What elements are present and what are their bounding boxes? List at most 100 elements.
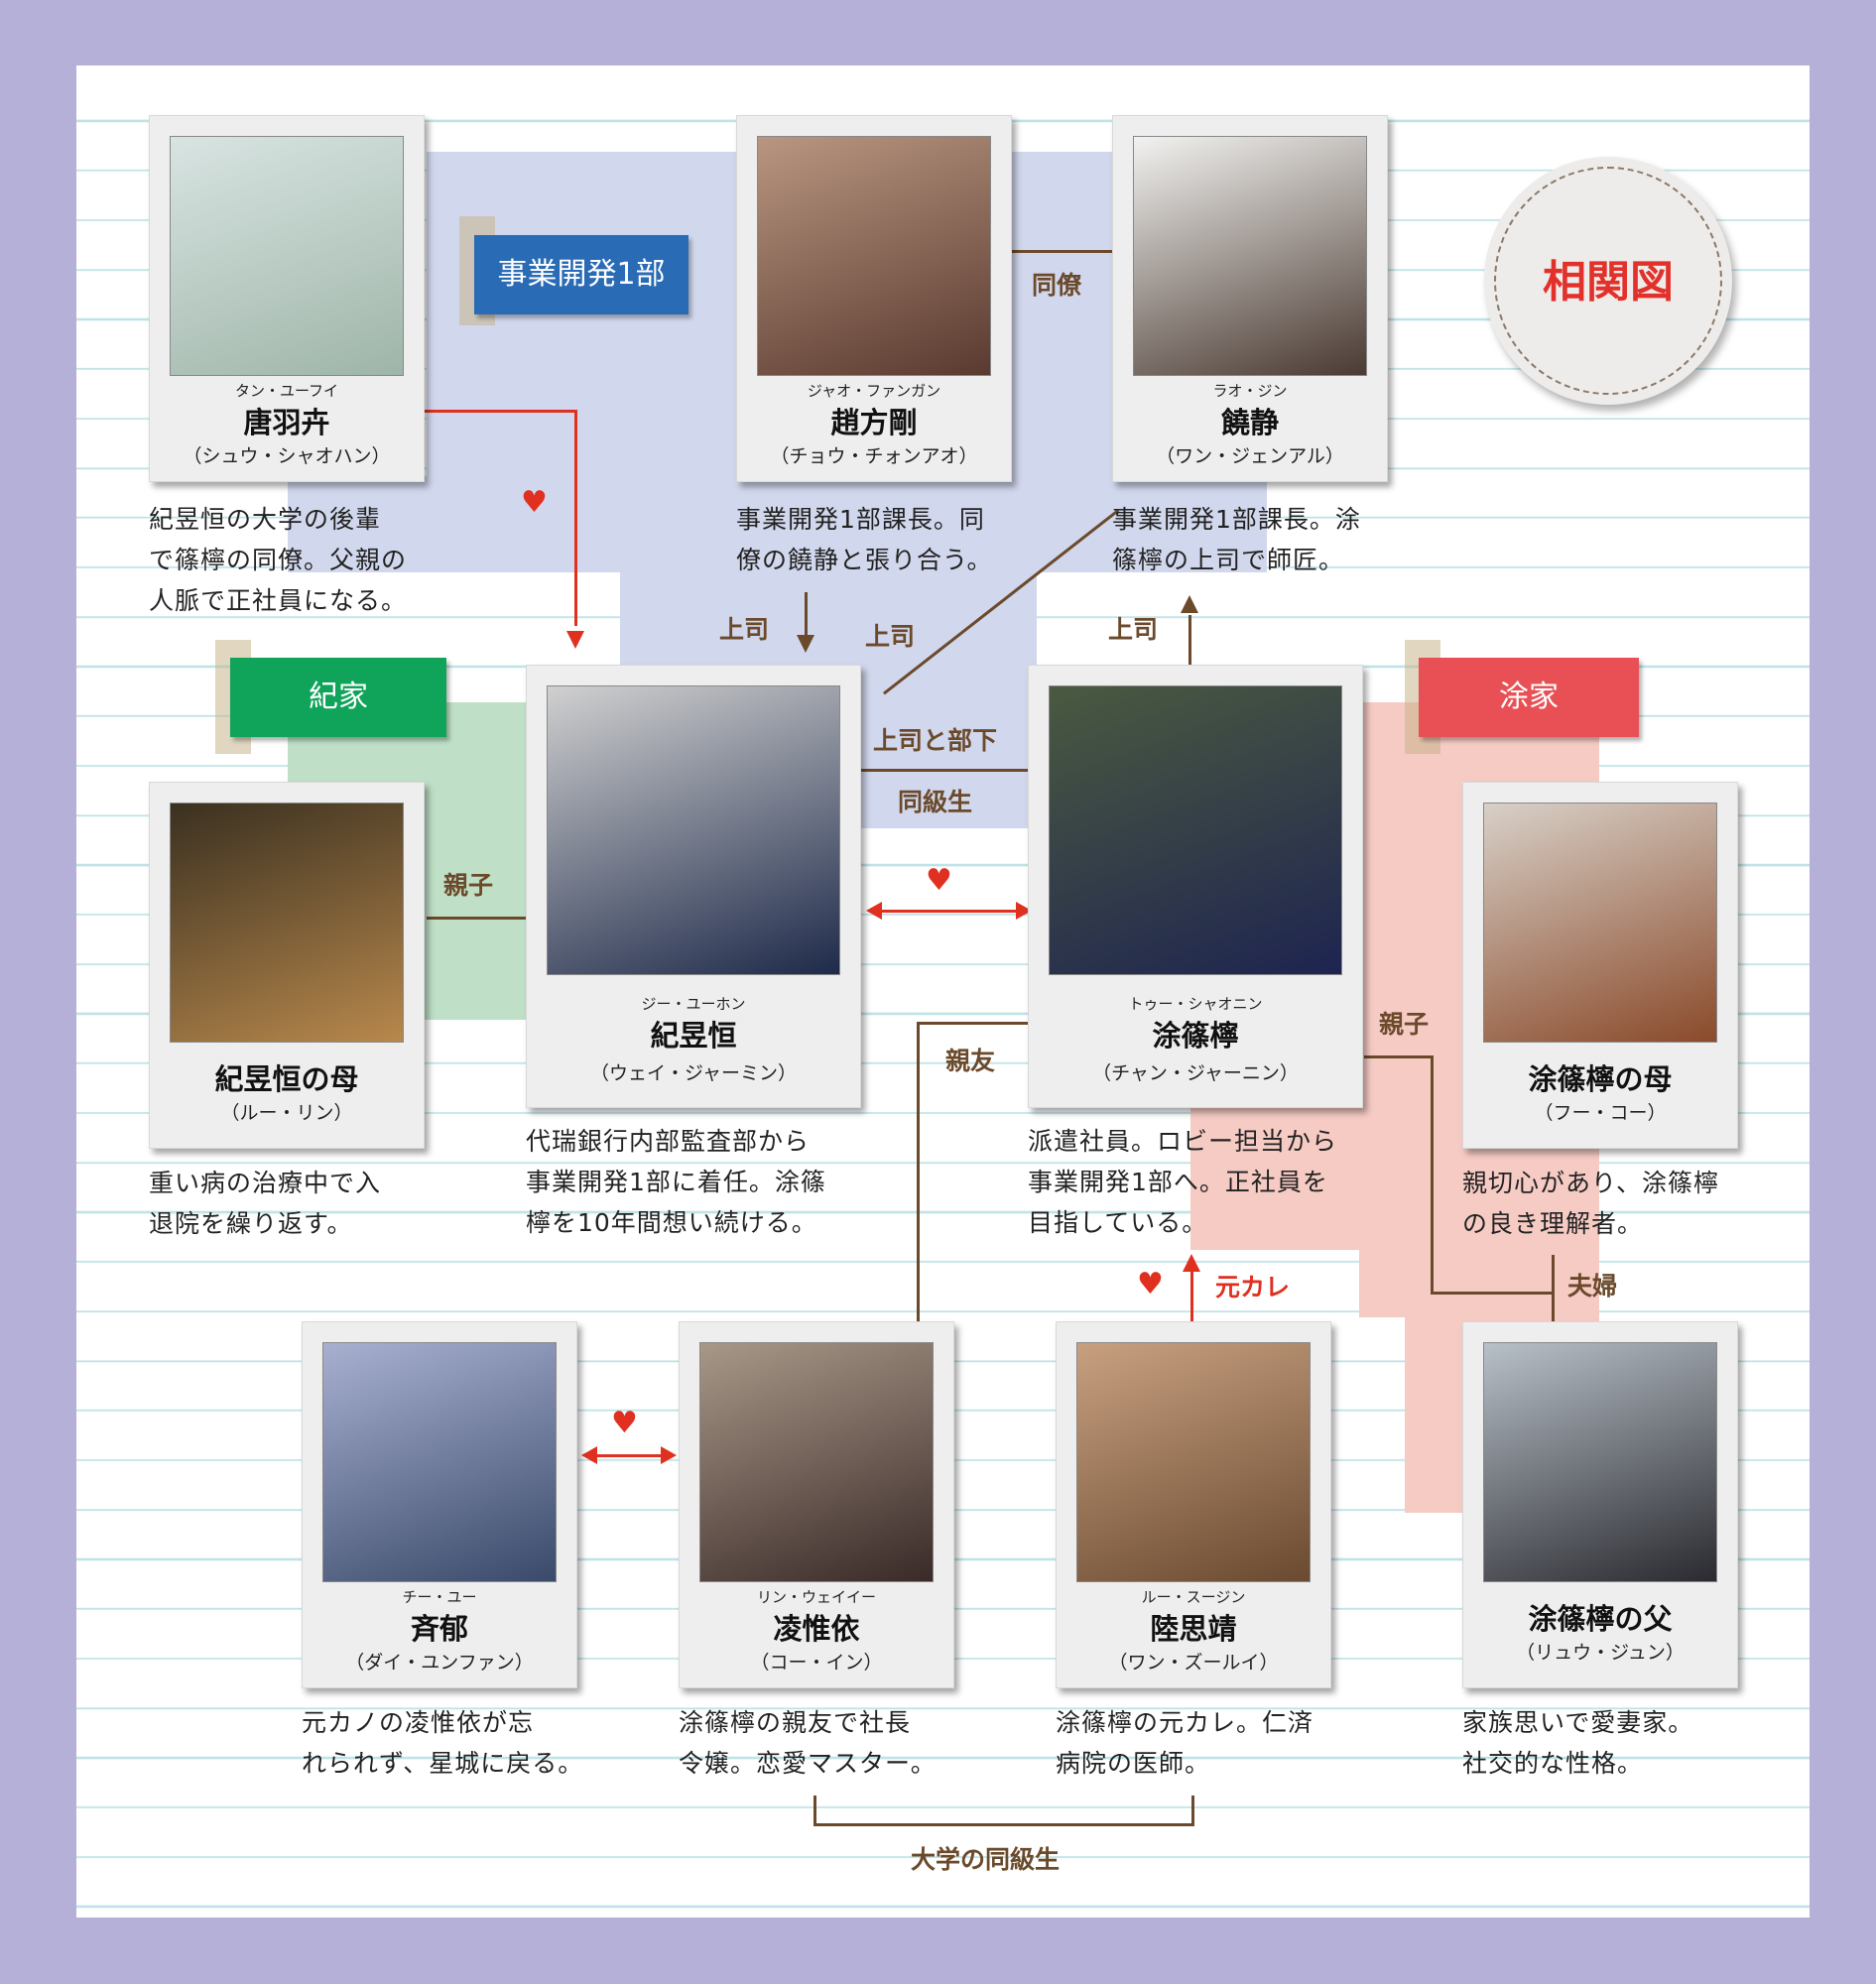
character-desc-lu: 涂篠檸の元カレ。仁済 病院の医師。 [1056, 1702, 1373, 1784]
desc-line: 紀昱恒の大学の後輩 [149, 505, 382, 534]
character-photo [1049, 685, 1342, 975]
desc-line: 社交的な性格。 [1462, 1749, 1644, 1778]
line-best-friend-h [917, 1022, 1028, 1025]
character-card-ji-mother[interactable]: 紀昱恒の母 （ルー・リン） [149, 782, 425, 1149]
character-card-rao[interactable]: ラオ・ジン 饒静 （ワン・ジェンアル） [1112, 115, 1388, 482]
actor-name: （ダイ・ユンファン） [345, 1652, 534, 1674]
desc-line: 涂篠檸の元カレ。仁済 [1056, 1708, 1314, 1737]
actor-name: （コー・イン） [750, 1652, 883, 1674]
character-photo [1133, 136, 1367, 376]
character-ruby: ジャオ・ファンガン [807, 382, 941, 400]
actor-name: （ウェイ・ジャーミン） [589, 1062, 798, 1084]
actor-name: （リュウ・ジュン） [1516, 1642, 1685, 1664]
line-tu-parent-v [1431, 1055, 1434, 1294]
desc-line: 篠檸の上司で師匠。 [1112, 546, 1345, 574]
character-card-ling[interactable]: リン・ウェイイー 凌惟依 （コー・イン） [679, 1321, 954, 1688]
desc-line: 家族思いで愛妻家。 [1462, 1708, 1694, 1737]
character-desc-tu-father: 家族思いで愛妻家。 社交的な性格。 [1462, 1702, 1780, 1784]
relation-ji-parent: 親子 [443, 871, 494, 900]
relation-couple: 夫婦 [1567, 1272, 1618, 1301]
character-card-tu-father[interactable]: 涂篠檸の父 （リュウ・ジュン） [1462, 1321, 1738, 1688]
line-univ-left [813, 1796, 816, 1825]
group-tag-ji-family: 紀家 [230, 658, 446, 737]
character-ruby: ラオ・ジン [1212, 382, 1288, 400]
character-desc-tu-mother: 親切心があり、涂篠檸 の良き理解者。 [1462, 1163, 1760, 1244]
character-name: 斉郁 [410, 1612, 468, 1646]
badge-stitch [1494, 167, 1722, 395]
line-couple-h [1431, 1292, 1555, 1295]
actor-name: （ルー・リン） [220, 1102, 353, 1124]
character-card-zhao[interactable]: ジャオ・ファンガン 趙方剛 （チョウ・チォンアオ） [736, 115, 1012, 482]
relation-boss-left: 上司 [719, 615, 770, 644]
desc-line: 元カノの凌惟依が忘 [302, 1708, 535, 1737]
character-name: 涂篠檸の父 [1528, 1602, 1673, 1636]
desc-line: 退院を繰り返す。 [149, 1209, 353, 1238]
desc-line: 事業開発1部課長。同 [736, 505, 985, 534]
arrow-down-icon [566, 631, 584, 649]
character-ruby: タン・ユーフイ [234, 382, 339, 400]
character-ruby: リン・ウェイイー [756, 1588, 876, 1606]
desc-line: 檸を10年間想い続ける。 [526, 1208, 817, 1237]
character-desc-tu: 派遣社員。ロビー担当から 事業開発1部へ。正社員を 目指している。 [1028, 1121, 1385, 1243]
desc-line: の良き理解者。 [1462, 1209, 1644, 1238]
character-photo [1483, 1342, 1717, 1582]
character-ruby: トゥー・シャオニン [1128, 995, 1263, 1013]
relation-boss-mid: 上司 [865, 622, 916, 651]
character-name: 唐羽卉 [243, 406, 330, 439]
line-love-tang [425, 410, 577, 413]
zone-dept1-left [288, 476, 427, 572]
desc-line: 人脈で正社員になる。 [149, 586, 408, 615]
line-colleague [1007, 250, 1114, 253]
group-tag-dept1: 事業開発1部 [474, 235, 688, 314]
character-photo [170, 803, 404, 1043]
desc-line: 重い病の治療中で入 [149, 1169, 382, 1197]
relation-best-friend: 親友 [945, 1047, 996, 1075]
zone-tu-family-2 [1190, 1091, 1409, 1250]
actor-name: （ワン・ジェンアル） [1156, 445, 1344, 467]
arrow-down-icon [797, 635, 814, 653]
arrow-right-icon [661, 1446, 677, 1464]
line-couple-v [1552, 1255, 1555, 1324]
desc-line: 事業開発1部課長。涂 [1112, 505, 1361, 534]
character-card-tu[interactable]: トゥー・シャオニン 涂篠檸 （チャン・ジャーニン） [1028, 665, 1363, 1108]
relation-colleague: 同僚 [1032, 271, 1082, 300]
character-name: 涂篠檸の母 [1528, 1062, 1673, 1096]
actor-name: （チョウ・チォンアオ） [770, 445, 978, 467]
character-card-tang[interactable]: タン・ユーフイ 唐羽卉 （シュウ・シャオハン） [149, 115, 425, 482]
desc-line: 病院の医師。 [1056, 1749, 1211, 1778]
actor-name: （フー・コー） [1534, 1102, 1667, 1124]
desc-line: 僚の饒静と張り合う。 [736, 546, 993, 574]
relation-boss-sub: 上司と部下 [873, 726, 998, 755]
character-ruby: チー・ユー [402, 1588, 477, 1606]
heart-icon: ♥ [1137, 1267, 1164, 1302]
title-badge: 相関図 [1484, 157, 1732, 405]
character-name: 陸思靖 [1150, 1612, 1237, 1646]
desc-line: 事業開発1部へ。正社員を [1028, 1168, 1328, 1196]
character-desc-zhao: 事業開発1部課長。同 僚の饒静と張り合う。 [736, 499, 1034, 580]
relation-univ-classmates: 大学の同級生 [911, 1845, 1061, 1874]
character-desc-rao: 事業開発1部課長。涂 篠檸の上司で師匠。 [1112, 499, 1410, 580]
desc-line: 令嬢。恋愛マスター。 [679, 1749, 937, 1778]
line-boss-left [805, 592, 808, 637]
character-card-lu[interactable]: ルー・スージン 陸思靖 （ワン・ズールイ） [1056, 1321, 1331, 1688]
relation-classmate: 同級生 [898, 788, 973, 816]
line-love-tang-v [574, 410, 577, 626]
line-love-main [878, 910, 1017, 913]
relation-boss-right: 上司 [1108, 615, 1159, 644]
character-photo [1076, 1342, 1311, 1582]
character-card-qi[interactable]: チー・ユー 斉郁 （ダイ・ユンファン） [302, 1321, 577, 1688]
character-card-tu-mother[interactable]: 涂篠檸の母 （フー・コー） [1462, 782, 1738, 1149]
character-card-ji[interactable]: ジー・ユーホン 紀昱恒 （ウェイ・ジャーミン） [526, 665, 861, 1108]
desc-line: 代瑞銀行内部監査部から [526, 1127, 811, 1156]
character-desc-tang: 紀昱恒の大学の後輩 で篠檸の同僚。父親の 人脈で正社員になる。 [149, 499, 466, 621]
actor-name: （シュウ・シャオハン） [183, 445, 391, 467]
desc-line: 目指している。 [1028, 1208, 1208, 1237]
heart-icon: ♥ [521, 485, 548, 520]
line-ji-parent [427, 917, 526, 920]
group-tag-tu-family: 涂家 [1419, 658, 1639, 737]
page-title: 相関図 [1543, 257, 1674, 308]
character-name: 紀昱恒 [650, 1019, 737, 1053]
desc-line: 涂篠檸の親友で社長 [679, 1708, 912, 1737]
line-love-qi-ling [593, 1454, 663, 1457]
character-name: 涂篠檸 [1152, 1019, 1239, 1053]
